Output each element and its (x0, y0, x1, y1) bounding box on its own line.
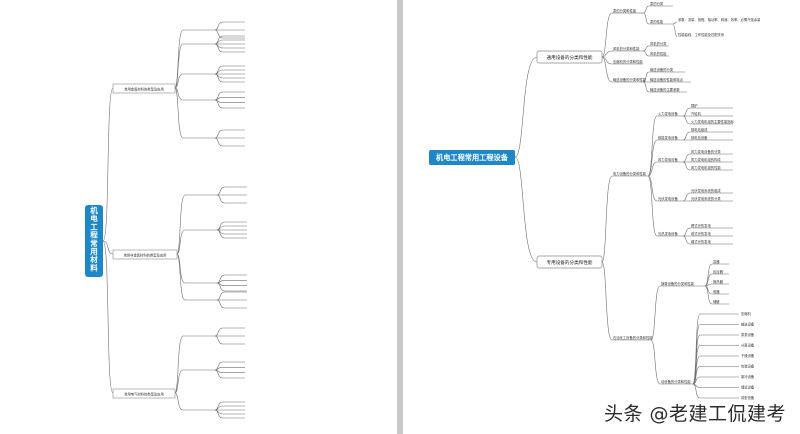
right-mindmap-page: 泵的分类和性能 风机的分类和性能 压缩机的分类和性能 输送设备的分类和性能 泵的… (403, 0, 800, 434)
leaf-power-item[interactable]: 核电站组成 (691, 127, 708, 132)
leaf-power-item[interactable]: 光伏发电系统的组成 (691, 188, 721, 193)
leaf-dynamic-item[interactable]: 包装设备 (741, 364, 755, 369)
leaf-fan-types[interactable]: 风机的分类 (650, 41, 667, 46)
connector-lines (102, 21, 247, 419)
node-fan[interactable]: 风机的分类和性能 (613, 46, 640, 51)
generated-leaves: 锅炉汽轮机火力发电机组的主要性能指标核电站组成核电站设备风力发电设备的分类风力发… (682, 103, 755, 400)
root-node-label: 机电工程常用材料 (90, 205, 98, 272)
leaf-power-item[interactable]: 风力发电机组的性能 (691, 165, 721, 170)
leaf-pump-types[interactable]: 泵的分类 (650, 1, 664, 6)
leaf-pump-params[interactable]: 参数：流量、扬程、轴功率、转速、效率、必需汽蚀余量 (678, 17, 761, 22)
root-node[interactable]: 机电工程常用工程设备 (429, 150, 515, 165)
node-wind-power[interactable]: 风力发电设备 (658, 157, 678, 162)
leaf-dynamic-item[interactable]: 干燥设备 (741, 353, 755, 358)
category-node-metal[interactable]: 常用金属材料的类型及应用 (112, 83, 176, 94)
node-dynamic-equipment[interactable]: 动设备的分类和性能 (661, 379, 691, 384)
category-node-special-equipment[interactable]: 专用设备的分类和性能 (536, 255, 603, 269)
category-label: 常用金属材料的类型及应用 (124, 86, 164, 91)
leaf-static-item[interactable]: 反应器 (713, 269, 724, 274)
category-node-general-equipment[interactable]: 通用设备的分类和性能 (536, 50, 603, 64)
leaf-power-item[interactable]: 火力发电机组的主要性能指标 (691, 119, 735, 124)
node-power-equipment[interactable]: 电力设备的分类和性能 (613, 171, 647, 176)
leaf-static-item[interactable]: 塔器 (713, 289, 720, 294)
leaf-dynamic-item[interactable]: 储运设备 (741, 385, 755, 390)
category-label: 常用非金属材料的类型及应用 (124, 252, 167, 257)
leaf-power-item[interactable]: 碟式光热发电 (691, 239, 711, 244)
leaf-dynamic-item[interactable]: 压缩机 (741, 311, 752, 316)
materials-mindmap: 机电工程常用材料 常用金属材料的类型及应用 常用非金属材料的类型及应用 常用电气… (85, 21, 247, 419)
left-mindmap-page: 机电工程常用材料 常用金属材料的类型及应用 常用非金属材料的类型及应用 常用电气… (0, 0, 397, 434)
node-pump[interactable]: 泵的分类和性能 (613, 8, 637, 13)
node-solar-thermal[interactable]: 光热发电设备 (658, 231, 678, 236)
node-petrochemical-equipment[interactable]: 石油化工设备的分类和性能 (613, 335, 653, 340)
leaf-dynamic-item[interactable]: 分离设备 (741, 343, 755, 348)
node-nuclear-power[interactable]: 核能发电设备 (658, 135, 678, 140)
leaf-conveyor-types[interactable]: 输送设备的分类 (650, 67, 674, 72)
leaf-pump-curve[interactable]: 性能曲线、工作性能及匹配关系 (678, 32, 725, 37)
leaf-static-item[interactable]: 储罐 (713, 299, 720, 304)
category-label: 常用电气材料的类型及应用 (124, 391, 164, 396)
node-thermal-power[interactable]: 火力发电设备 (658, 111, 678, 116)
node-static-equipment[interactable]: 静置设备的分类和性能 (661, 281, 695, 286)
leaf-static-item[interactable]: 换热器 (713, 279, 724, 284)
leaf-power-item[interactable]: 塔式光热发电 (691, 231, 711, 236)
leaf-static-item[interactable]: 容器 (713, 259, 720, 264)
leaf-power-item[interactable]: 汽轮机 (691, 111, 702, 116)
leaf-nodes: 泵的分类和性能 风机的分类和性能 压缩机的分类和性能 输送设备的分类和性能 泵的… (612, 1, 761, 384)
category-label: 专用设备的分类和性能 (547, 259, 593, 266)
watermark: 头条 @老建工侃建考 (603, 403, 786, 425)
node-photovoltaic[interactable]: 光伏发电设备 (658, 196, 678, 201)
connector-lines (514, 5, 705, 385)
leaf-power-item[interactable]: 核电站设备 (691, 135, 708, 140)
leaf-power-item[interactable]: 光伏发电系统的分类 (691, 196, 721, 201)
leaf-conveyor-params[interactable]: 输送设备的主要参数 (650, 87, 680, 92)
leaf-conveyor-features[interactable]: 输送设备的性能和特点 (650, 77, 684, 82)
leaf-dynamic-item[interactable]: 制冷设备 (741, 374, 755, 379)
leaf-power-item[interactable]: 风力发电机组的构成 (691, 157, 721, 162)
category-label: 通用设备的分类和性能 (547, 54, 593, 61)
leaf-power-item[interactable]: 风力发电设备的分类 (691, 149, 721, 154)
leaf-fan-performance[interactable]: 风机的性能 (650, 51, 667, 56)
category-node-electrical[interactable]: 常用电气材料的类型及应用 (112, 388, 176, 399)
leaf-dynamic-item[interactable]: 泵类设备 (741, 332, 755, 337)
node-compressor[interactable]: 压缩机的分类和性能 (613, 59, 643, 64)
leaf-pump-performance[interactable]: 泵的性能 (650, 19, 664, 24)
category-node-nonmetal[interactable]: 常用非金属材料的类型及应用 (112, 249, 178, 260)
page-divider (397, 0, 403, 434)
leaf-power-item[interactable]: 槽式光热发电 (691, 223, 711, 228)
leaf-dynamic-item[interactable]: 输送设备 (741, 322, 755, 327)
leaf-power-item[interactable]: 锅炉 (691, 103, 698, 108)
leaf-dynamic-item[interactable]: 成型设备 (741, 395, 755, 400)
root-node-label: 机电工程常用工程设备 (436, 153, 509, 162)
equipment-mindmap: 泵的分类和性能 风机的分类和性能 压缩机的分类和性能 输送设备的分类和性能 泵的… (429, 1, 761, 400)
root-node[interactable] (85, 205, 103, 277)
node-conveyor[interactable]: 输送设备的分类和性能 (613, 77, 647, 82)
